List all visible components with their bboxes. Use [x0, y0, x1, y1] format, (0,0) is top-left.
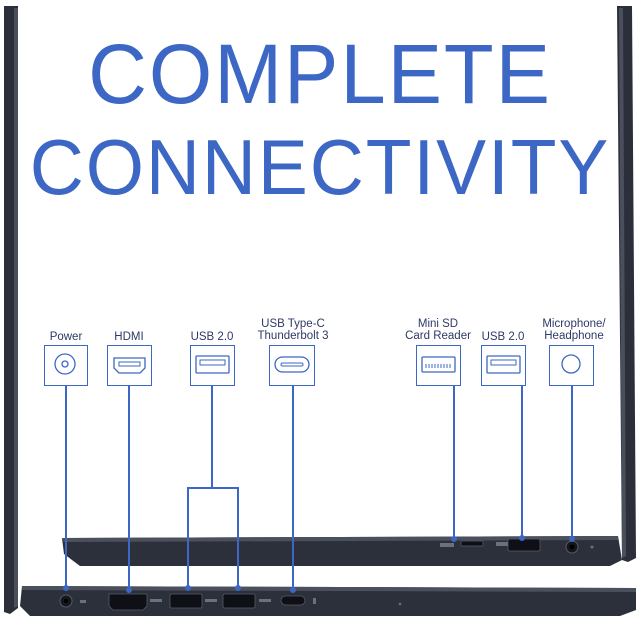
usb-a-right-port-icon [481, 345, 526, 386]
sd-card-icon [416, 345, 461, 386]
usb-c-label: USB Type-C Thunderbolt 3 [257, 318, 329, 342]
headline-line-2: CONNECTIVITY [29, 123, 611, 211]
usb-left-label: USB 2.0 [190, 331, 234, 343]
power-label: Power [49, 331, 83, 343]
headline-line-1: COMPLETE [88, 27, 552, 121]
power-port-icon [44, 345, 88, 386]
usb-c-port-icon [269, 345, 315, 386]
audio-label: Microphone/ Headphone [542, 318, 606, 342]
hdmi-label: HDMI [114, 331, 144, 343]
connector-lines [65, 386, 573, 590]
audio-jack-icon [549, 345, 594, 386]
hdmi-port-icon [107, 345, 152, 386]
sd-label: Mini SD Card Reader [405, 318, 471, 342]
usb-right-label: USB 2.0 [481, 331, 525, 343]
usb-a-left-port-icon [190, 345, 235, 386]
